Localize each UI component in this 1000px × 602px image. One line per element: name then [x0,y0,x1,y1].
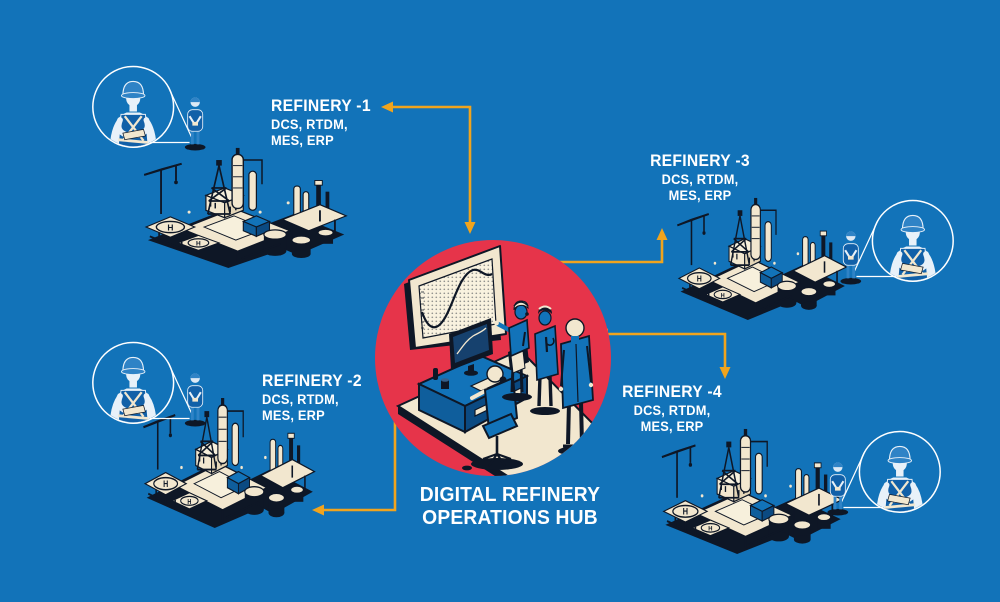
worker-callout-3 [816,192,957,300]
refinery-1-name: REFINERY -1 [271,97,371,115]
refinery-2-systems-line2: MES, ERP [262,407,325,423]
refinery-4-name: REFINERY -4 [622,383,722,401]
refinery-4-label: REFINERY -4 DCS, RTDM, MES, ERP [615,383,729,434]
hub-circle [375,240,611,476]
arrow-refinery-4 [596,328,731,379]
trend-line [420,268,493,329]
hub-title: DIGITAL REFINERY OPERATIONS HUB [396,483,623,529]
worker-callout-4 [803,423,944,531]
coffee-mug [433,368,449,389]
refinery-3-systems-line1: DCS, RTDM, [661,172,739,187]
arrow-refinery-1 [381,101,476,234]
desk-monitor [449,318,493,376]
analyst-man [530,305,560,415]
refinery-1-systems-line2: MES, ERP [271,132,334,148]
refinery-1-systems-line1: DCS, RTDM, [271,117,348,132]
analyst-woman [494,300,532,401]
refinery-4-systems-line1: DCS, RTDM, [633,403,711,418]
refinery-1-label: REFINERY -1 DCS, RTDM, MES, ERP [271,97,371,148]
hub-illustration [395,245,607,476]
refinery-2-label: REFINERY -2 DCS, RTDM, MES, ERP [262,372,362,423]
refinery-3-name: REFINERY -3 [650,152,750,170]
refinery-2-name: REFINERY -2 [262,372,362,390]
refinery-4-systems-line2: MES, ERP [640,418,704,434]
worker-callout-1 [89,58,230,166]
dashboard-screen [404,245,507,350]
worker-callout-2 [89,334,230,442]
hub-title-line2: OPERATIONS HUB [422,505,598,529]
seated-operator [462,365,523,471]
refinery-2-systems-line1: DCS, RTDM, [262,392,339,407]
refinery-3-label: REFINERY -3 DCS, RTDM, MES, ERP [643,152,757,203]
refinery-3-systems-line2: MES, ERP [668,187,732,203]
hub-title-line1: DIGITAL REFINERY [419,483,601,506]
